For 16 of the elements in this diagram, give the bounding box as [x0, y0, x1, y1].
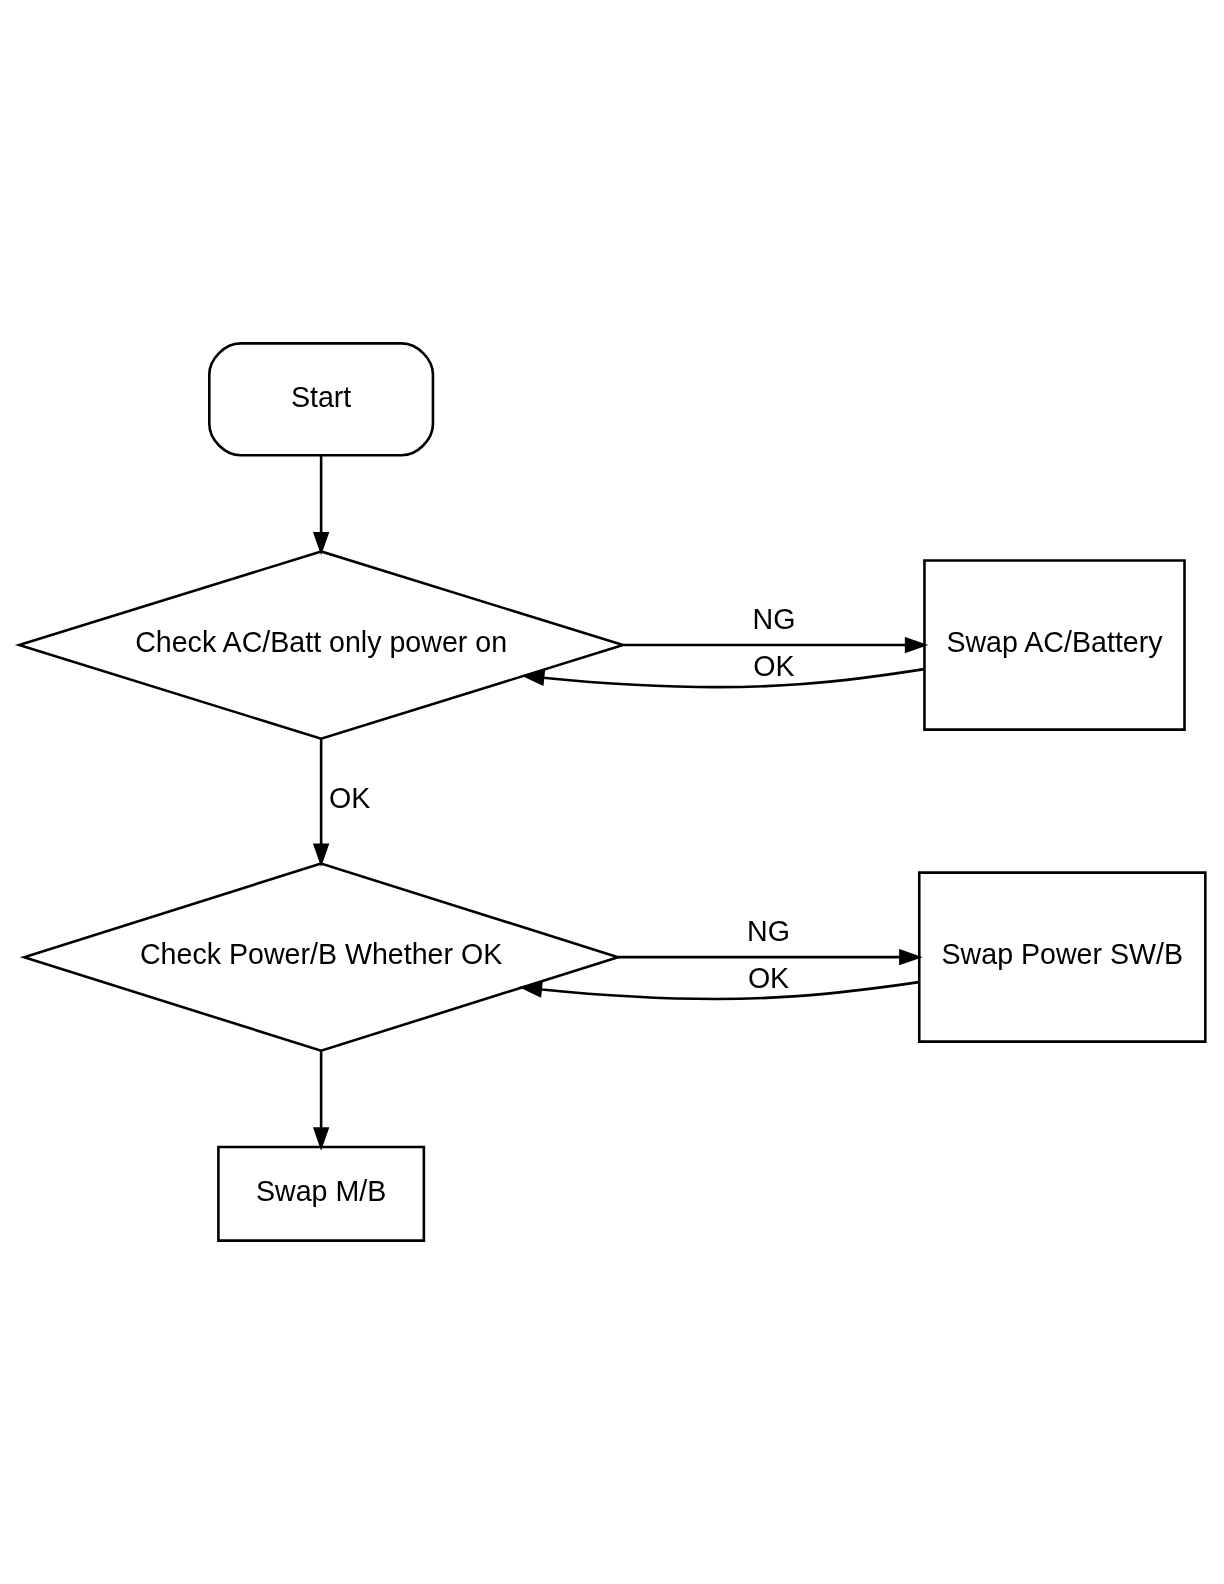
arrow	[618, 948, 923, 966]
arrow	[312, 455, 330, 556]
node-box: Start	[208, 342, 435, 457]
edge-label: OK	[329, 782, 371, 815]
node-box: Swap AC/Battery	[923, 559, 1186, 731]
edge-label: NG	[752, 602, 796, 635]
arrow	[521, 667, 925, 689]
arrow	[518, 980, 920, 1001]
node-box: Swap Power SW/B	[917, 871, 1207, 1043]
arrow	[312, 738, 330, 868]
arrow	[312, 1051, 330, 1151]
edge-label: NG	[747, 915, 790, 948]
node-box: Swap M/B	[217, 1145, 426, 1242]
edge-label: OK	[753, 649, 795, 682]
edge-label: OK	[747, 961, 790, 994]
arrow	[623, 636, 929, 654]
